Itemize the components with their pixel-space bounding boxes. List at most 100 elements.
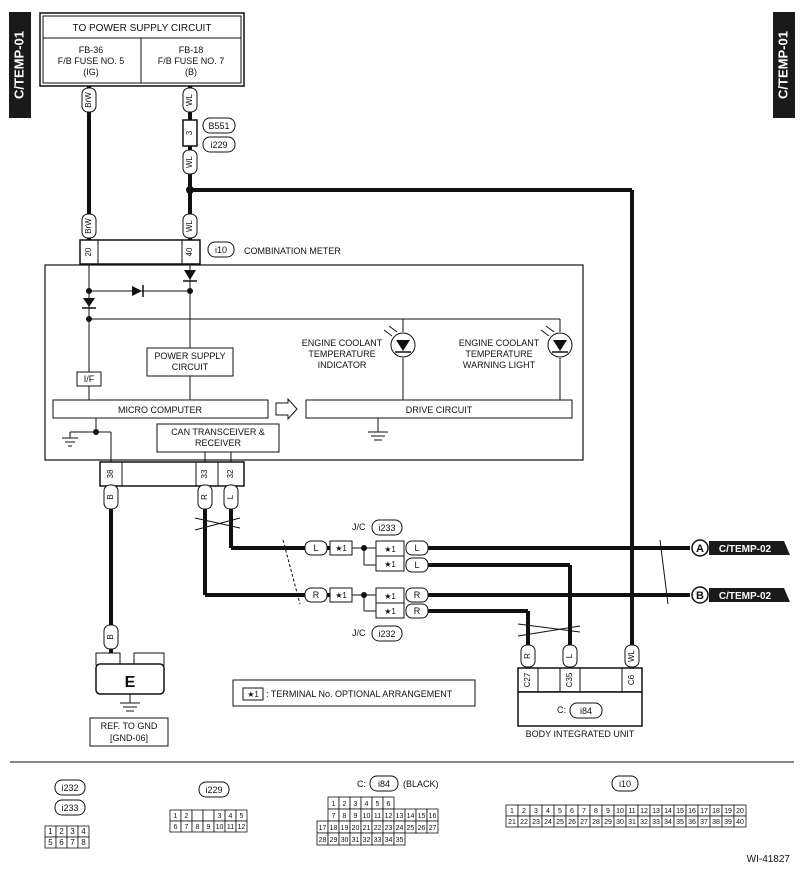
- svg-text:i10: i10: [619, 779, 631, 789]
- svg-text:C:: C:: [357, 779, 366, 789]
- svg-text:38: 38: [106, 469, 115, 478]
- pin-number: 17: [319, 825, 327, 832]
- pin-number: 5: [558, 808, 562, 815]
- pin-number: 31: [628, 819, 636, 826]
- svg-text:★1: ★1: [335, 544, 347, 553]
- figure-id: WI-41827: [747, 854, 791, 865]
- pin-number: 8: [343, 813, 347, 820]
- svg-text:F/B FUSE NO. 5: F/B FUSE NO. 5: [58, 56, 125, 66]
- ref-a-target: C/TEMP-02: [719, 544, 772, 555]
- pin-number: 5: [376, 801, 380, 808]
- pin-number: 22: [520, 819, 528, 826]
- svg-text:INDICATOR: INDICATOR: [318, 360, 367, 370]
- combination-meter: ENGINE COOLANT TEMPERATURE INDICATOR ENG…: [44, 264, 584, 462]
- if-label: I/F: [84, 374, 95, 384]
- pin-number: 1: [48, 827, 53, 836]
- pin-number: 20: [736, 808, 744, 815]
- svg-text:WL: WL: [185, 219, 194, 232]
- pin-number: 14: [407, 813, 415, 820]
- svg-text:★1: ★1: [384, 545, 396, 554]
- pin-number: 3: [70, 827, 75, 836]
- svg-text:FB-18: FB-18: [179, 45, 204, 55]
- power-supply-box: TO POWER SUPPLY CIRCUIT FB-36 F/B FUSE N…: [39, 12, 245, 87]
- pin-number: 33: [374, 837, 382, 844]
- pin-number: 34: [385, 837, 393, 844]
- svg-text:★1: ★1: [384, 592, 396, 601]
- pin-number: 35: [396, 837, 404, 844]
- pin-number: 21: [363, 825, 371, 832]
- pin-number: 27: [580, 819, 588, 826]
- power-supply-title: TO POWER SUPPLY CIRCUIT: [73, 23, 212, 34]
- pin-cell: [235, 820, 248, 833]
- body-integrated-unit: C27 C35 C6 C: i84 BODY INTEGRATED UNIT: [517, 667, 643, 739]
- pin-number: 4: [229, 813, 233, 820]
- pin-number: 30: [341, 837, 349, 844]
- pin-number: 16: [429, 813, 437, 820]
- pin-number: 2: [59, 827, 64, 836]
- svg-text:i233: i233: [61, 803, 78, 813]
- micro-computer: MICRO COMPUTER: [118, 405, 202, 415]
- svg-text:32: 32: [226, 469, 235, 478]
- connector-b551: B551: [208, 121, 229, 131]
- svg-text:F/B FUSE NO. 7: F/B FUSE NO. 7: [158, 56, 225, 66]
- pin-number: 28: [319, 837, 327, 844]
- svg-text:C6: C6: [627, 674, 636, 685]
- svg-text:i84: i84: [378, 779, 390, 789]
- pin-number: 9: [354, 813, 358, 820]
- svg-text:L: L: [313, 543, 318, 553]
- pin-number: 28: [592, 819, 600, 826]
- pin-number: 2: [185, 813, 189, 820]
- svg-text:20: 20: [84, 247, 93, 256]
- pin-number: 10: [216, 824, 224, 831]
- svg-text:(BLACK): (BLACK): [403, 779, 439, 789]
- pin-number: 6: [387, 801, 391, 808]
- svg-text:C:: C:: [557, 705, 566, 715]
- pin-number: 4: [365, 801, 369, 808]
- pin-number: 5: [48, 838, 53, 847]
- pin-number: 17: [700, 808, 708, 815]
- pin-number: 12: [640, 808, 648, 815]
- pin-number: 11: [628, 808, 635, 815]
- pin-number: 5: [240, 813, 244, 820]
- pin-number: 6: [174, 824, 178, 831]
- svg-text:: TERMINAL No. OPTIONAL ARRANG: : TERMINAL No. OPTIONAL ARRANGEMENT: [266, 689, 453, 699]
- svg-text:3: 3: [185, 130, 194, 135]
- svg-text:WARNING LIGHT: WARNING LIGHT: [463, 360, 536, 370]
- svg-text:TEMPERATURE: TEMPERATURE: [465, 349, 532, 359]
- wire-breaks: [194, 517, 669, 637]
- pin-number: 7: [70, 838, 75, 847]
- indicator-led-icon: [383, 325, 416, 358]
- pin-number: 24: [396, 825, 404, 832]
- svg-text:R: R: [200, 494, 209, 500]
- pin-number: 10: [363, 813, 371, 820]
- svg-text:★1: ★1: [384, 607, 396, 616]
- pin-number: 24: [544, 819, 552, 826]
- pin-cell: [426, 820, 439, 834]
- svg-text:★1: ★1: [335, 591, 347, 600]
- connector-i10: i10: [215, 245, 227, 255]
- pin-number: 12: [385, 813, 393, 820]
- svg-text:L: L: [414, 560, 419, 570]
- pin-number: 36: [688, 819, 696, 826]
- drive-circuit: DRIVE CIRCUIT: [406, 405, 473, 415]
- svg-text:i232: i232: [61, 783, 78, 793]
- pin-number: 14: [664, 808, 672, 815]
- svg-text:POWER SUPPLY: POWER SUPPLY: [154, 351, 225, 361]
- svg-text:BrW: BrW: [84, 218, 93, 234]
- svg-text:33: 33: [200, 469, 209, 478]
- pin-number: 25: [556, 819, 564, 826]
- ground-e: E REF. TO GND [GND-06]: [89, 652, 169, 747]
- wires: [87, 86, 690, 668]
- pin-number: 32: [640, 819, 648, 826]
- pin-number: 3: [218, 813, 222, 820]
- pin-number: 32: [363, 837, 371, 844]
- terminal-note: ★1 : TERMINAL No. OPTIONAL ARRANGEMENT: [232, 679, 476, 707]
- jc-i233: J/C i233 L ★1 ★1 ★1 L L: [304, 519, 429, 573]
- svg-text:B: B: [106, 634, 115, 639]
- pin-number: 31: [352, 837, 360, 844]
- svg-text:R: R: [523, 653, 532, 659]
